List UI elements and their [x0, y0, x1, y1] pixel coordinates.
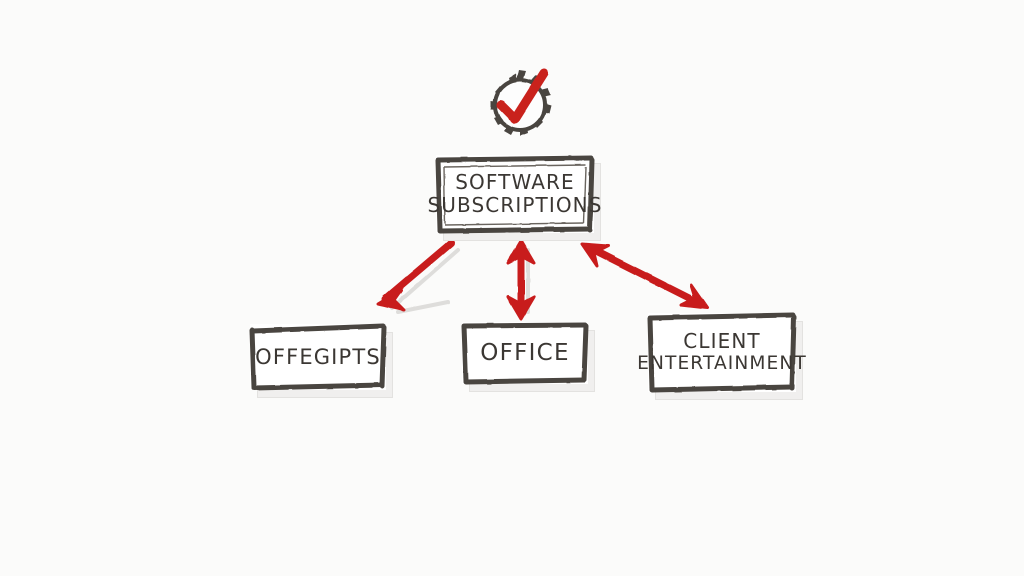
- node-label-line1: OFFICE: [480, 339, 570, 366]
- node-frame: [435, 155, 595, 234]
- node-label: SOFTWARE SUBSCRIPTIONS: [427, 155, 601, 233]
- node-offegipts[interactable]: OFFEGIPTS: [249, 323, 393, 398]
- node-label: CLIENT ENTERTAINMENT: [637, 313, 806, 392]
- node-label-line2: ENTERTAINMENT: [637, 353, 807, 375]
- node-label-line2: SUBSCRIPTIONS: [427, 193, 603, 217]
- node-frame: [647, 312, 797, 393]
- gear-check-icon: [481, 68, 561, 146]
- arrow-root-to-client-entertainment: [580, 242, 709, 310]
- node-software-subscriptions[interactable]: SOFTWARE SUBSCRIPTIONS: [427, 155, 601, 241]
- node-frame: [249, 323, 387, 391]
- node-client-entertainment[interactable]: CLIENT ENTERTAINMENT: [637, 312, 806, 400]
- node-label: OFFEGIPTS: [250, 324, 386, 390]
- node-frame: [461, 322, 589, 385]
- arrow-root-to-office: [506, 239, 536, 321]
- node-label: OFFICE: [462, 322, 588, 384]
- node-label-line1: OFFEGIPTS: [255, 344, 381, 369]
- node-label-line1: CLIENT: [683, 329, 761, 354]
- node-label-line1: SOFTWARE: [455, 169, 575, 194]
- check-icon: [496, 68, 549, 124]
- arrow-root-to-offegipts: [376, 239, 455, 312]
- node-office[interactable]: OFFICE: [461, 322, 595, 392]
